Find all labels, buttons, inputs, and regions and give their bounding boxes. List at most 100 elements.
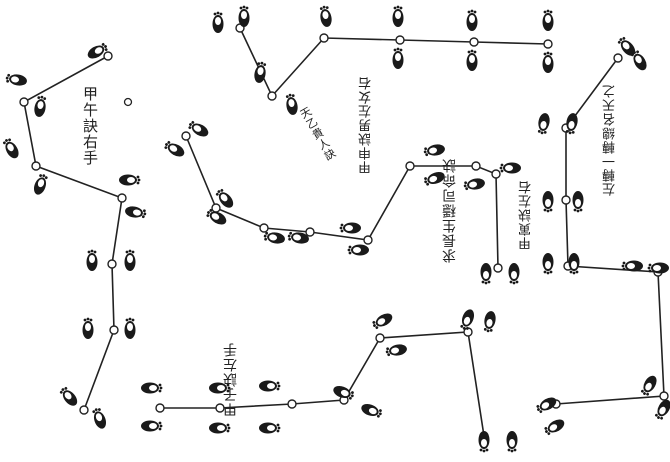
footprint-33 xyxy=(424,171,445,186)
toe-dot xyxy=(393,48,397,52)
footprint-hollow xyxy=(217,385,225,391)
toe-dot xyxy=(375,326,379,329)
footprint-hollow xyxy=(85,323,91,331)
station-node xyxy=(19,97,29,107)
toe-dot xyxy=(351,391,354,395)
toe-dot xyxy=(348,251,352,255)
toe-dot xyxy=(396,47,400,51)
station-node xyxy=(319,33,329,43)
toe-dot xyxy=(646,392,649,396)
toe-dot xyxy=(227,426,231,430)
toe-dot xyxy=(571,130,575,134)
footprint-hollow xyxy=(211,213,220,220)
footprint-hollow xyxy=(37,101,44,110)
footprint-hollow xyxy=(568,120,575,129)
station-node xyxy=(211,203,221,213)
toe-dot xyxy=(350,394,354,398)
toe-dot xyxy=(6,79,10,83)
toe-dot xyxy=(622,267,626,271)
footprint-hollow xyxy=(89,255,95,263)
footprint-22 xyxy=(466,49,478,71)
footprint-hollow xyxy=(395,11,401,19)
toe-dot xyxy=(245,6,249,10)
toe-dot xyxy=(573,208,577,212)
label-jiawu: 甲午訣右手 xyxy=(81,86,99,166)
footprint-hollow xyxy=(340,389,349,397)
station-node xyxy=(103,51,113,61)
label-jiashen: 甲申訣男左女右 xyxy=(359,76,374,174)
toe-dot xyxy=(217,190,221,193)
toe-dot xyxy=(226,383,230,387)
station-node xyxy=(471,161,481,171)
footprint-6 xyxy=(125,206,147,219)
footprint-hollow xyxy=(193,125,202,132)
toe-dot xyxy=(226,389,230,393)
toe-dot xyxy=(83,318,87,322)
toe-dot xyxy=(340,223,344,227)
label-zuozhuan: 左轉一轉總名天之 xyxy=(603,84,618,196)
footprint-31 xyxy=(347,244,369,256)
toe-dot xyxy=(209,209,213,212)
footprint-9 xyxy=(82,317,94,339)
toe-dot xyxy=(546,271,550,275)
toe-dot xyxy=(348,245,352,249)
footprint-61 xyxy=(647,262,669,274)
toe-dot xyxy=(464,181,468,185)
station-node xyxy=(215,403,225,413)
toe-dot xyxy=(537,408,540,411)
toe-dot xyxy=(543,270,547,274)
toe-dot xyxy=(276,423,280,427)
footprint-48 xyxy=(460,309,475,330)
toe-dot xyxy=(125,250,129,254)
footprint-25 xyxy=(164,141,185,157)
toe-dot xyxy=(648,269,652,273)
footprint-hollow xyxy=(635,55,642,64)
footprint-hollow xyxy=(395,53,401,61)
toe-dot xyxy=(141,215,145,219)
footprint-hollow xyxy=(483,271,489,279)
footprint-49 xyxy=(483,311,496,333)
toe-dot xyxy=(565,129,569,133)
toe-dot xyxy=(276,387,280,391)
toe-dot xyxy=(263,63,267,67)
toe-dot xyxy=(143,212,147,216)
footprint-17 xyxy=(319,5,332,27)
toe-dot xyxy=(636,50,639,54)
toe-dot xyxy=(481,280,485,284)
toe-dot xyxy=(470,49,474,53)
footprint-52 xyxy=(617,37,636,56)
footprint-hollow xyxy=(127,323,133,331)
toe-dot xyxy=(322,5,326,9)
footprint-65 xyxy=(544,419,565,435)
footprint-hollow xyxy=(429,175,438,183)
footprint-hollow xyxy=(541,402,550,409)
toe-dot xyxy=(131,250,135,254)
toe-dot xyxy=(385,350,389,354)
toe-dot xyxy=(485,448,489,452)
toe-dot xyxy=(484,281,488,285)
toe-dot xyxy=(158,389,162,393)
toe-dot xyxy=(340,229,344,233)
footprint-hollow xyxy=(149,423,157,429)
toe-dot xyxy=(546,51,550,55)
toe-dot xyxy=(386,347,390,351)
toe-dot xyxy=(207,211,210,214)
footprint-43 xyxy=(259,422,281,434)
toe-dot xyxy=(549,208,553,212)
toe-dot xyxy=(660,416,663,420)
toe-dot xyxy=(543,208,547,212)
footprint-hollow xyxy=(505,165,513,171)
toe-dot xyxy=(325,6,329,10)
toe-dot xyxy=(188,126,192,129)
station-node xyxy=(491,169,501,179)
toe-dot xyxy=(486,329,490,333)
footprint-hollow xyxy=(549,424,558,431)
toe-dot xyxy=(482,449,486,453)
footprint-45 xyxy=(361,403,382,418)
toe-dot xyxy=(64,387,68,390)
toe-dot xyxy=(549,10,553,14)
toe-dot xyxy=(643,392,646,395)
toe-dot xyxy=(219,12,223,16)
station-node xyxy=(395,35,405,45)
footprint-hollow xyxy=(545,199,551,207)
